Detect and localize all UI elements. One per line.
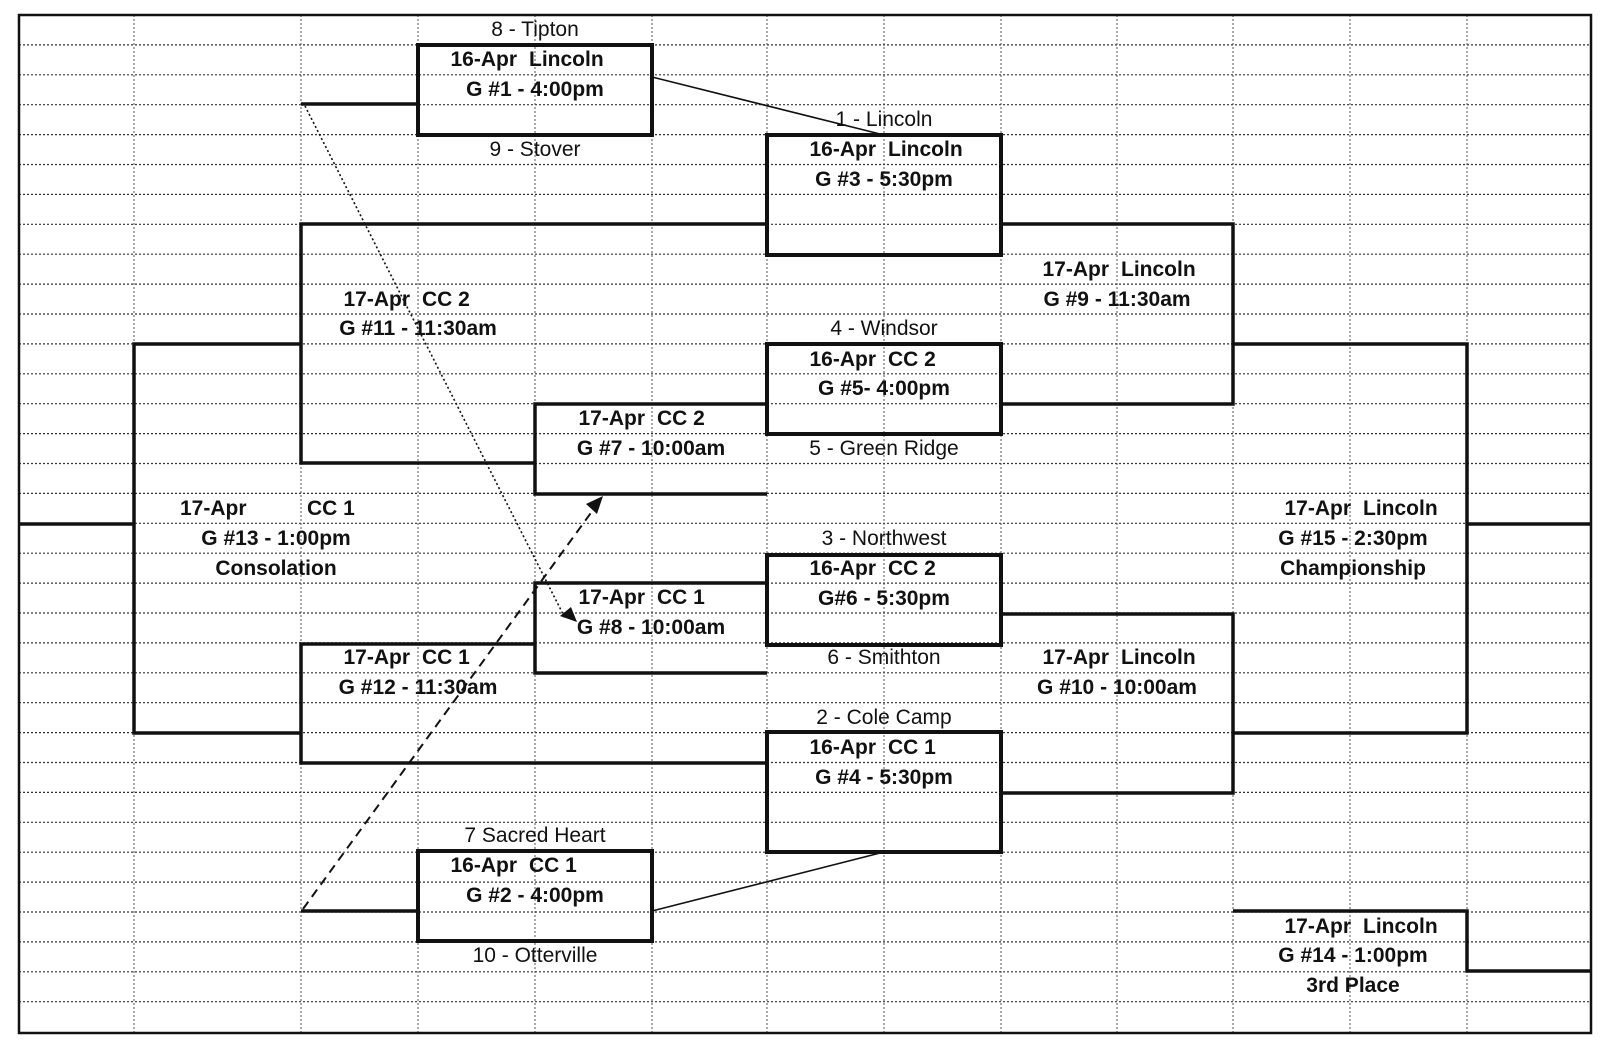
game-1-label: G #1 - 4:00pm [466, 78, 604, 101]
game-15-note: Championship [1280, 557, 1426, 580]
game-1-box [416, 43, 654, 137]
game-5-date: 16-Apr [809, 348, 876, 371]
game-5-label: G #5- 4:00pm [818, 377, 950, 400]
game-3-label: G #3 - 5:30pm [815, 168, 953, 191]
g1-to-g3-connector [651, 76, 885, 136]
game-11-date: 17-Apr [343, 288, 410, 311]
game-10-date: 17-Apr [1042, 646, 1109, 669]
game-13-bracket [132, 342, 301, 735]
game-5-site: CC 2 [888, 348, 936, 371]
game-15-date: 17-Apr [1284, 497, 1351, 520]
team-3-northwest: 3 - Northwest [822, 527, 947, 550]
g1-loser-arrowhead [560, 607, 577, 622]
team-1-lincoln: 1 - Lincoln [836, 108, 933, 131]
game-12-site: CC 1 [422, 646, 470, 669]
game-12-label: G #12 - 11:30am [339, 676, 498, 699]
game-11-label: G #11 - 11:30am [339, 317, 497, 340]
game-15-bracket [1233, 342, 1469, 735]
game-13-site: CC 1 [307, 497, 355, 520]
team-7-sacred-heart: 7 Sacred Heart [464, 824, 605, 847]
game-6-site: CC 2 [888, 557, 936, 580]
game-7-site: CC 2 [657, 407, 705, 430]
game-12-bracket [299, 642, 767, 765]
g2-loser-arrowhead [586, 496, 603, 514]
team-5-green-ridge: 5 - Green Ridge [809, 437, 958, 460]
team-2-cole-camp: 2 - Cole Camp [816, 706, 951, 729]
game-2-site: CC 1 [529, 854, 577, 877]
game-8-label: G #8 - 10:00am [577, 616, 725, 639]
game-14-label: G #14 - 1:00pm [1278, 944, 1427, 967]
game-1-site: Lincoln [529, 48, 604, 71]
game-8-date: 17-Apr [578, 586, 645, 609]
horizontal-grid [19, 44, 1591, 1003]
game-9-label: G #9 - 11:30am [1043, 288, 1190, 311]
outer-frame [17, 13, 1593, 1035]
game-7-date: 17-Apr [578, 407, 645, 430]
team-4-windsor: 4 - Windsor [830, 317, 937, 340]
game-8-bracket [533, 581, 767, 675]
game-7-label: G #7 - 10:00am [577, 437, 725, 460]
game-3-site: Lincoln [888, 138, 963, 161]
game-13-date: 17-Apr [180, 497, 247, 520]
team-9-stover: 9 - Stover [489, 138, 580, 161]
game-13-label: G #13 - 1:00pm [201, 527, 350, 550]
game-3-date: 16-Apr [809, 138, 876, 161]
game-7-bracket [533, 402, 767, 496]
game-6-label: G#6 - 5:30pm [818, 587, 950, 610]
game-12-date: 17-Apr [343, 646, 410, 669]
team-10-otterville: 10 - Otterville [473, 944, 598, 967]
game-10-site: Lincoln [1121, 646, 1196, 669]
game-2-date: 16-Apr [450, 854, 517, 877]
game-8-site: CC 1 [657, 586, 705, 609]
game-4-label: G #4 - 5:30pm [815, 766, 953, 789]
g1-loser-path [304, 105, 566, 619]
game-4-date: 16-Apr [809, 736, 876, 759]
game-15-label: G #15 - 2:30pm [1278, 527, 1427, 550]
game-15-site: Lincoln [1363, 497, 1438, 520]
game-14-site: Lincoln [1363, 915, 1438, 938]
game-14-note: 3rd Place [1306, 974, 1399, 997]
game-13-note: Consolation [215, 557, 336, 580]
game-5-box [765, 342, 1003, 436]
game-1-date: 16-Apr [450, 48, 517, 71]
g2-to-g4-connector [651, 851, 885, 912]
game-14-bracket [1233, 909, 1591, 973]
game-9-date: 17-Apr [1042, 258, 1109, 281]
game-9-bracket [1001, 222, 1235, 406]
game-6-box [765, 553, 1003, 647]
game-6-date: 16-Apr [809, 557, 876, 580]
game-2-box [416, 849, 654, 943]
team-8-tipton: 8 - Tipton [491, 18, 579, 41]
game-9-site: Lincoln [1121, 258, 1196, 281]
team-6-smithton: 6 - Smithton [827, 646, 940, 669]
game-4-site: CC 1 [888, 736, 936, 759]
g2-loser-path [302, 509, 594, 910]
game-10-label: G #10 - 10:00am [1037, 676, 1197, 699]
game-2-label: G #2 - 4:00pm [466, 884, 604, 907]
game-10-bracket [1001, 612, 1235, 795]
vertical-grid [133, 15, 1468, 1033]
game-11-site: CC 2 [422, 288, 470, 311]
game-14-date: 17-Apr [1284, 915, 1351, 938]
